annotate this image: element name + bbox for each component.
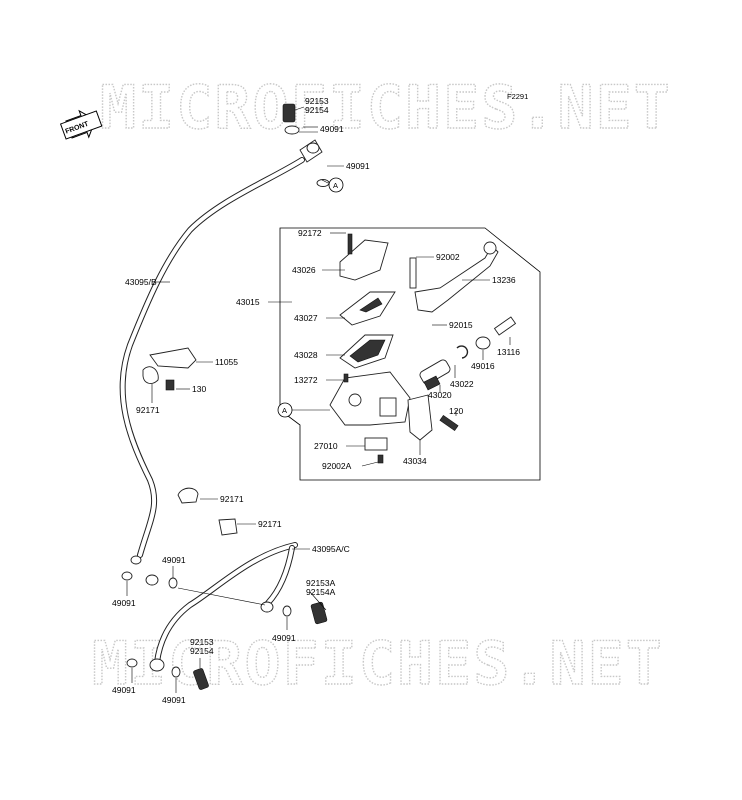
label-92153-bot: 92153 bbox=[190, 637, 214, 647]
label-92171-c: 92171 bbox=[258, 519, 282, 529]
label-49091-bot: 49091 bbox=[162, 695, 186, 705]
diaphragm-plate bbox=[339, 291, 396, 326]
label-43027: 43027 bbox=[294, 313, 318, 323]
label-92015: 92015 bbox=[449, 320, 473, 330]
leader-lines bbox=[126, 106, 511, 693]
label-11055: 11055 bbox=[215, 357, 238, 367]
ref-a-top: A bbox=[333, 181, 338, 190]
label-49091-left2: 49091 bbox=[112, 685, 136, 695]
cylinder-body bbox=[329, 371, 411, 426]
label-92171-b: 92171 bbox=[220, 494, 244, 504]
label-92153a: 92153A bbox=[306, 578, 336, 588]
label-49091-top1: 49091 bbox=[320, 124, 344, 134]
label-43026: 43026 bbox=[292, 265, 316, 275]
label-92154-bot: 92154 bbox=[190, 646, 214, 656]
screw-92172 bbox=[347, 233, 353, 255]
label-130: 130 bbox=[192, 384, 206, 394]
watermark-top: MICROFICHES.NET bbox=[100, 73, 672, 143]
label-92153-top: 92153 bbox=[305, 96, 329, 106]
reservoir-cap bbox=[339, 239, 389, 281]
ref-a-mid: A bbox=[282, 406, 287, 415]
label-13116: 13116 bbox=[497, 347, 520, 357]
label-92002a: 92002A bbox=[322, 461, 352, 471]
label-43022: 43022 bbox=[450, 379, 474, 389]
label-43020: 43020 bbox=[428, 390, 452, 400]
label-43015: 43015 bbox=[236, 297, 260, 307]
clip-43022 bbox=[456, 345, 469, 359]
clamp-92171-upper bbox=[142, 366, 175, 391]
bracket-11055 bbox=[149, 347, 197, 369]
bolt-13116 bbox=[475, 316, 517, 350]
label-92154-top: 92154 bbox=[305, 105, 329, 115]
front-arrow-icon: FRONT bbox=[59, 109, 103, 140]
label-43034: 43034 bbox=[403, 456, 427, 466]
brake-hose-lower bbox=[154, 542, 298, 665]
lower-fittings bbox=[121, 555, 328, 690]
label-49091-top2: 49091 bbox=[346, 161, 370, 171]
switch-27010 bbox=[364, 437, 388, 464]
piston-assembly bbox=[419, 359, 451, 391]
watermark-bottom: MICROFICHES.NET bbox=[92, 629, 664, 699]
label-27010: 27010 bbox=[314, 441, 338, 451]
label-43095b: 43095/B bbox=[125, 277, 157, 287]
upper-banjo-fitting bbox=[282, 103, 330, 187]
label-13272: 13272 bbox=[294, 375, 318, 385]
label-92002: 92002 bbox=[436, 252, 460, 262]
label-92171-a: 92171 bbox=[136, 405, 160, 415]
ref-circle-top: A bbox=[328, 177, 344, 193]
label-49016: 49016 bbox=[471, 361, 495, 371]
diaphragm bbox=[339, 334, 394, 369]
clamp-92171-middle bbox=[177, 487, 199, 504]
screw-13272 bbox=[343, 373, 349, 383]
label-49091-mid2: 49091 bbox=[272, 633, 296, 643]
ref-circle-mid: A bbox=[277, 402, 293, 418]
label-120: 120 bbox=[449, 406, 463, 416]
label-92154a: 92154A bbox=[306, 587, 336, 597]
label-43095ac: 43095A/C bbox=[312, 544, 350, 554]
part-labels: 92153 92154 49091 49091 43095/B 92172 92… bbox=[112, 96, 520, 705]
label-49091-left1: 49091 bbox=[112, 598, 136, 608]
clamp-92171-lower bbox=[218, 518, 238, 536]
holder-43034 bbox=[407, 394, 459, 441]
brake-lever bbox=[409, 241, 499, 313]
brake-hose-upper bbox=[119, 157, 305, 558]
label-92172: 92172 bbox=[298, 228, 322, 238]
label-49091-mid1: 49091 bbox=[162, 555, 186, 565]
label-13236: 13236 bbox=[492, 275, 516, 285]
label-43028: 43028 bbox=[294, 350, 318, 360]
figure-code: F2291 bbox=[507, 92, 528, 101]
